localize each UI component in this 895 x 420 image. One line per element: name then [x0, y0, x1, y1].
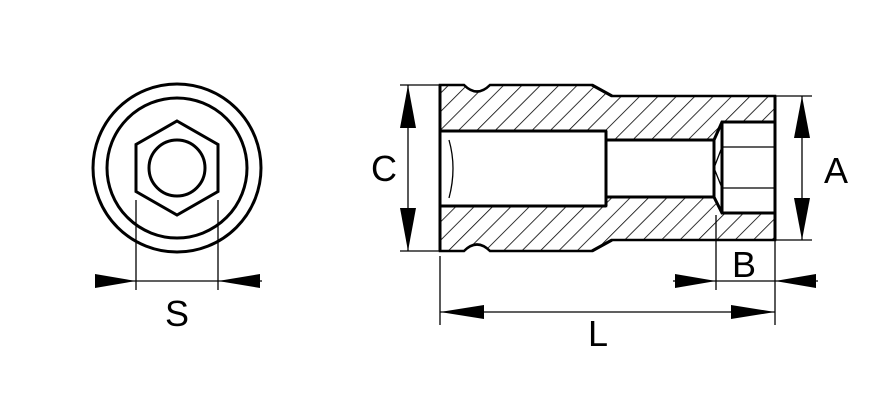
drive-bore-circle [147, 138, 207, 198]
dimension-l: L [439, 256, 776, 354]
through-hole [606, 138, 714, 199]
dimension-a: A [775, 95, 848, 241]
dimension-b: B [673, 215, 818, 290]
outer-profile [438, 83, 777, 253]
label-s: S [165, 293, 189, 334]
hex-side-view [712, 120, 775, 215]
label-b: B [732, 244, 756, 285]
dimension-c: C [371, 84, 440, 252]
label-a: A [824, 150, 848, 191]
square-drive-bore [440, 129, 608, 208]
inner-circle [105, 96, 249, 240]
label-l: L [588, 313, 608, 354]
hex-opening [134, 119, 220, 217]
dimension-s: S [95, 200, 262, 334]
outer-circle [91, 82, 263, 254]
label-c: C [371, 148, 397, 189]
end-view: S [91, 82, 263, 334]
section-view: C A B L [371, 83, 848, 354]
